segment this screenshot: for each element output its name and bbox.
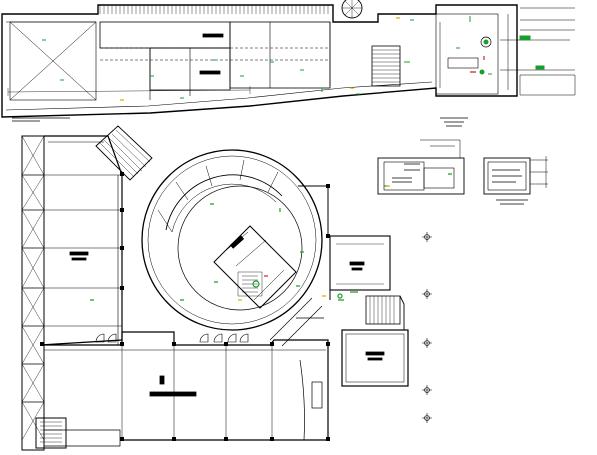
stair-icon xyxy=(371,45,401,87)
electrical-symbol-icon xyxy=(42,16,545,99)
detail-inset-electrical xyxy=(377,139,528,205)
detail-inset-panel xyxy=(483,156,548,195)
upper-level-plan xyxy=(1,0,576,127)
north-compass-icon xyxy=(341,0,363,19)
column-marker-icon xyxy=(422,232,432,423)
ground-floor-plan xyxy=(21,125,409,451)
stair-icon xyxy=(95,125,153,181)
stair-icon xyxy=(365,295,401,325)
